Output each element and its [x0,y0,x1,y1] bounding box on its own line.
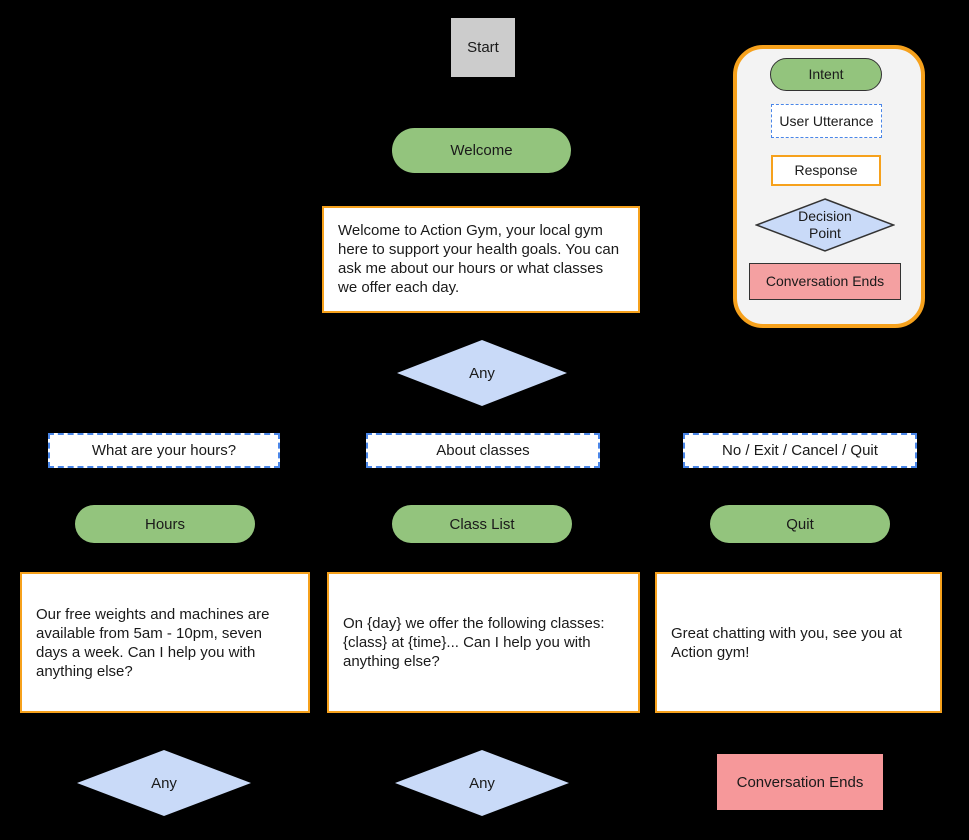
utterance-about-classes: About classes [366,433,600,468]
response-welcome-text: Welcome to Action Gym, your local gym he… [338,222,620,296]
response-classes-box: On {day} we offer the following classes:… [327,572,640,713]
decision-any-top: Any [397,340,567,406]
decision-any-hours: Any [77,750,251,816]
utterance-no-exit-cancel-quit: No / Exit / Cancel / Quit [683,433,917,468]
legend-decision-point-swatch: Decision Point [755,198,895,252]
legend-panel: Intent User Utterance Response Decision … [733,45,925,328]
conversation-ends-node: Conversation Ends [717,754,883,810]
legend-decision-point-label: Decision Point [798,208,852,241]
legend-intent-swatch: Intent [770,58,882,91]
start-node: Start [451,18,515,77]
response-hours-text: Our free weights and machines are availa… [36,605,270,680]
decision-any-classes: Any [395,750,569,816]
response-quit-text: Great chatting with you, see you at Acti… [671,624,902,661]
response-hours-box: Our free weights and machines are availa… [20,572,310,713]
legend-user-utterance-swatch: User Utterance [771,104,882,138]
intent-quit-pill: Quit [710,505,890,543]
legend-response-swatch: Response [771,155,881,186]
intent-hours-pill: Hours [75,505,255,543]
legend-conversation-ends-swatch: Conversation Ends [749,263,901,300]
intent-class-list-pill: Class List [392,505,572,543]
intent-welcome-pill: Welcome [392,128,571,173]
decision-diamond-shape [755,198,895,252]
response-welcome-box: Welcome to Action Gym, your local gym he… [322,206,640,313]
utterance-what-are-your-hours: What are your hours? [48,433,280,468]
response-quit-box: Great chatting with you, see you at Acti… [655,572,942,713]
response-classes-text: On {day} we offer the following classes:… [343,615,605,670]
